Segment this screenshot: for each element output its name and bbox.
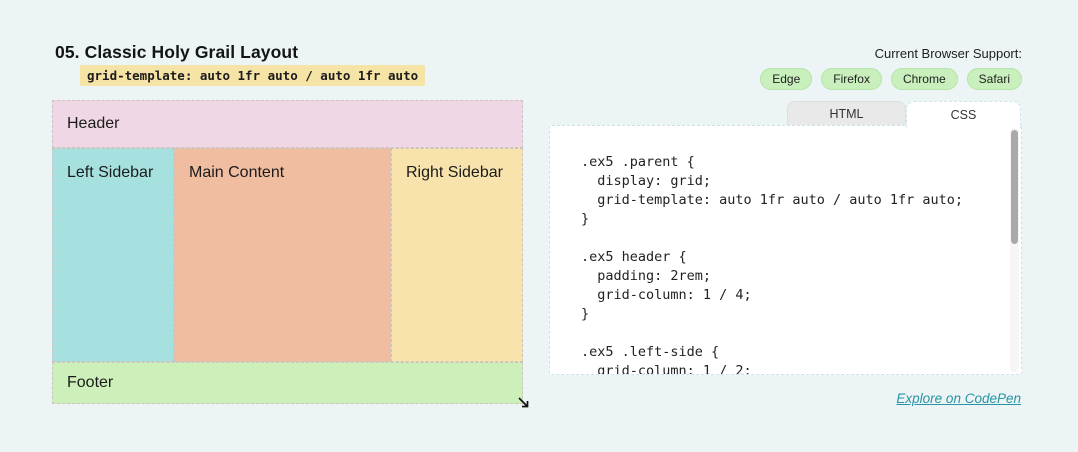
demo-region-main-content: Main Content bbox=[174, 148, 391, 362]
page-title: 05. Classic Holy Grail Layout bbox=[55, 42, 299, 62]
code-line: display: grid; bbox=[581, 173, 712, 189]
code-line: } bbox=[581, 211, 590, 227]
browser-support-label: Current Browser Support: bbox=[874, 46, 1022, 61]
code-line: padding: 2rem; bbox=[581, 268, 712, 284]
browser-badges: Edge Firefox Chrome Safari bbox=[760, 68, 1022, 90]
demo-region-header-label: Header bbox=[67, 115, 120, 132]
demo-region-left-sidebar-label: Left Sidebar bbox=[67, 164, 154, 181]
code-tabs: HTML CSS bbox=[787, 101, 1021, 128]
code-line: .ex5 .parent { bbox=[581, 154, 695, 170]
badge-safari: Safari bbox=[966, 68, 1022, 90]
grid-template-code-chip: grid-template: auto 1fr auto / auto 1fr … bbox=[80, 65, 426, 86]
code-line bbox=[581, 229, 1021, 248]
code-line: .ex5 header { bbox=[581, 249, 687, 265]
code-line: grid-column: 1 / 4; bbox=[581, 287, 752, 303]
code-panel: .ex5 .parent { display: grid; grid-templ… bbox=[549, 125, 1022, 375]
code-line: } bbox=[581, 306, 590, 322]
demo-region-main-content-label: Main Content bbox=[189, 164, 285, 181]
css-code-block: .ex5 .parent { display: grid; grid-templ… bbox=[550, 126, 1021, 375]
demo-region-left-sidebar: Left Sidebar bbox=[52, 148, 174, 362]
badge-chrome: Chrome bbox=[890, 68, 958, 90]
layout-demo[interactable]: Header Left Sidebar Main Content Right S… bbox=[52, 100, 523, 404]
code-scrollbar-thumb[interactable] bbox=[1011, 130, 1018, 244]
demo-region-header: Header bbox=[52, 100, 523, 148]
browser-support: Current Browser Support: Edge Firefox Ch… bbox=[760, 46, 1022, 90]
resize-cursor-icon bbox=[516, 395, 531, 415]
code-scrollbar[interactable] bbox=[1010, 128, 1019, 372]
tab-css[interactable]: CSS bbox=[906, 101, 1021, 128]
explore-on-codepen-link[interactable]: Explore on CodePen bbox=[896, 391, 1021, 406]
code-line bbox=[581, 324, 1021, 343]
badge-firefox: Firefox bbox=[821, 68, 882, 90]
demo-region-right-sidebar-label: Right Sidebar bbox=[406, 164, 503, 181]
code-line: .ex5 .left-side { bbox=[581, 344, 720, 360]
demo-region-footer: Footer bbox=[52, 362, 523, 404]
demo-region-footer-label: Footer bbox=[67, 374, 114, 391]
demo-region-right-sidebar: Right Sidebar bbox=[391, 148, 523, 362]
tab-html[interactable]: HTML bbox=[787, 101, 906, 125]
code-line: grid-template: auto 1fr auto / auto 1fr … bbox=[581, 192, 964, 208]
code-line: grid-column: 1 / 2; bbox=[581, 363, 752, 375]
badge-edge: Edge bbox=[760, 68, 813, 90]
